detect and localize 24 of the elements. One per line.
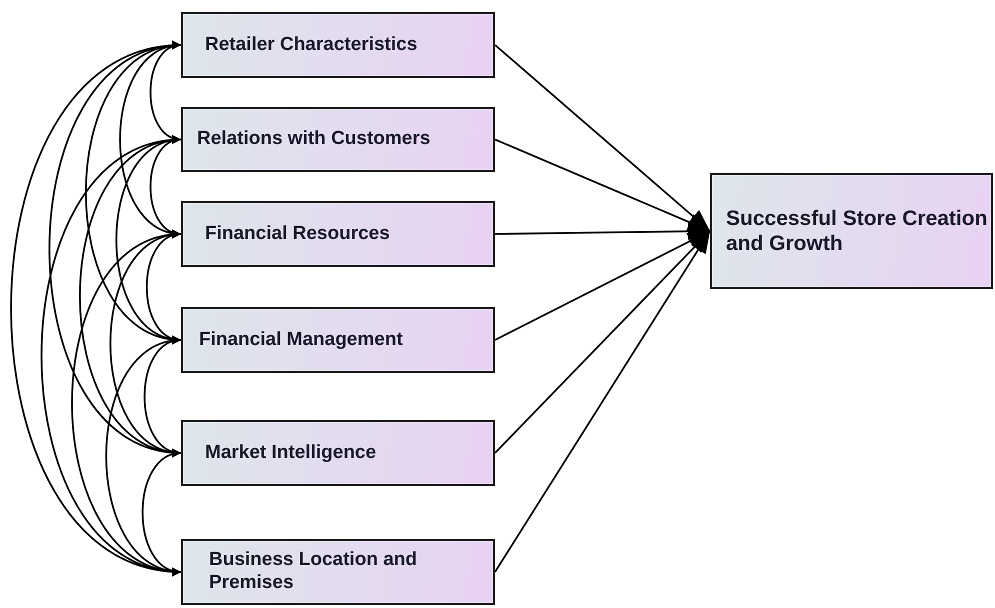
arrow [494, 230, 711, 572]
variable-label: Successful Store Creation and Growth [726, 206, 988, 256]
variable-box [181, 201, 495, 267]
arrow [494, 44, 711, 232]
curved-double-arrow [10, 42, 182, 575]
variable-box [181, 420, 495, 486]
curved-double-arrow [142, 450, 182, 575]
arrow [494, 230, 710, 341]
variable-label: Financial Resources [205, 222, 390, 246]
variable-box [710, 173, 993, 289]
curved-double-arrow [105, 337, 182, 575]
variable-label: Business Location and Premises [209, 549, 418, 595]
variable-box [181, 107, 495, 172]
curved-double-arrow [71, 231, 182, 575]
variable-box [181, 12, 495, 78]
variable-box [181, 539, 495, 605]
arrow [494, 138, 710, 232]
variable-box [181, 307, 495, 373]
variable-label: Financial Management [199, 328, 403, 352]
curved-double-arrow [40, 136, 182, 575]
variable-label: Relations with Customers [197, 128, 430, 151]
variable-label: Market Intelligence [205, 442, 376, 464]
arrow [494, 222, 710, 240]
variable-label: Retailer Characteristics [205, 34, 418, 56]
